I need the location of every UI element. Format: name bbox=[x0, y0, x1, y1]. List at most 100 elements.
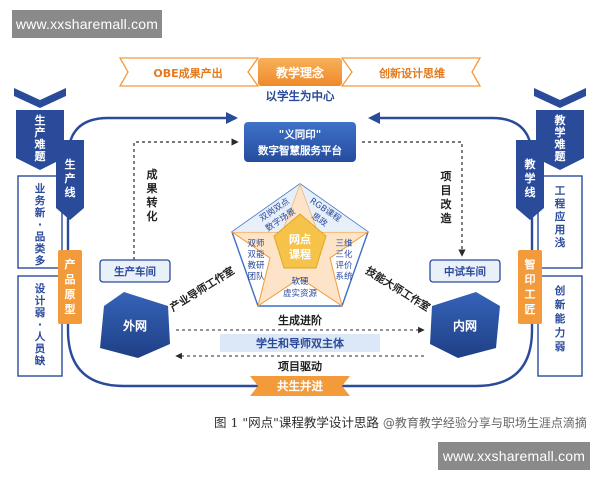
left-inner-top-box bbox=[56, 140, 84, 220]
right-outer-item-2-char: 能 bbox=[555, 312, 566, 325]
coexist-banner bbox=[250, 376, 350, 396]
obe-label: OBE成果产出 bbox=[153, 66, 222, 80]
right-outer-item-2-char: 新 bbox=[555, 298, 566, 311]
right-outer-item-2-char: 创 bbox=[554, 284, 566, 297]
platform-box bbox=[244, 122, 356, 162]
caption-overlay-watermark: @教育教学经验分享与职场生涯点滴摘 bbox=[382, 416, 587, 430]
right-outer-title-box: 教 学 难 题 bbox=[536, 110, 584, 170]
left-outer-item-1-char: 务 bbox=[35, 194, 46, 207]
flow-left-char-2: 果 bbox=[146, 182, 158, 195]
progression-label: 生成进阶 bbox=[278, 313, 323, 327]
industry-mentor-studio-label: 产业导师工作室 bbox=[168, 264, 238, 314]
flow-left-char-3: 转 bbox=[147, 195, 158, 209]
flow-right-char-1: 项 bbox=[441, 170, 452, 183]
seg-bottom-line2: 虚实资源 bbox=[283, 288, 318, 299]
left-inner-bottom-c2: 品 bbox=[65, 273, 76, 286]
right-outer-item-1-char: 浅 bbox=[555, 236, 566, 249]
loop-arrow-right bbox=[368, 112, 380, 124]
left-outer-chevron bbox=[14, 88, 66, 108]
left-outer-item-2-char: 计 bbox=[35, 294, 46, 307]
seg-left-line4: 团队 bbox=[247, 271, 265, 282]
left-outer-item-2-char: 员 bbox=[35, 343, 46, 355]
left-outer-item-2-char: 人 bbox=[35, 330, 46, 343]
figure-caption-text: 图 1 "网点"课程教学设计思路 bbox=[214, 415, 379, 430]
left-outer-item-1-char: 业 bbox=[35, 182, 46, 195]
teaching-concept-box bbox=[258, 58, 342, 86]
flow-label-right: 项 目 改 造 bbox=[441, 170, 453, 225]
left-outer-item-2-char: 缺 bbox=[34, 354, 46, 367]
right-inner-top-box bbox=[516, 140, 544, 220]
left-outer-item-2-char: 弱 bbox=[35, 307, 46, 319]
watermark-bottom: www.xxsharemall.com bbox=[438, 442, 590, 470]
left-inner-bottom-c1: 产 bbox=[65, 257, 76, 271]
seg-right-line2: 三化 bbox=[335, 249, 353, 260]
seg-right-line4: 系统 bbox=[335, 271, 353, 282]
pentagon-center-line1: 网点 bbox=[289, 232, 311, 246]
flow-label-left: 成 果 转 化 bbox=[146, 167, 158, 223]
pentagon-seg-top-left bbox=[232, 184, 300, 232]
pilot-workshop-box bbox=[429, 259, 501, 283]
right-outer-item-2-box bbox=[537, 275, 583, 377]
pentagon-course: 网点 课程 双岗双点 数字场景 RGB课程 思政 双师 双能 教研 团队 三维 … bbox=[230, 182, 370, 308]
internal-network-node bbox=[430, 292, 500, 358]
left-outer-item-1-char: 新 bbox=[35, 206, 46, 219]
external-network-label: 外网 bbox=[123, 318, 147, 333]
left-outer-item-2-box bbox=[17, 275, 63, 377]
production-workshop-label: 生产车间 bbox=[114, 265, 156, 278]
right-inner-bottom-box bbox=[518, 250, 542, 324]
pentagon-center bbox=[273, 213, 327, 269]
flow-left-dashed-arrow bbox=[133, 138, 239, 260]
flow-right-char-2: 目 bbox=[441, 184, 452, 197]
left-outer-title-c4: 题 bbox=[35, 150, 47, 163]
dual-subject-label: 学生和导师双主体 bbox=[256, 336, 345, 350]
right-outer-item-1-box bbox=[537, 175, 583, 269]
left-inner-top-c2: 产 bbox=[65, 171, 76, 185]
right-outer-chevron bbox=[534, 88, 586, 108]
production-workshop-box bbox=[99, 259, 171, 283]
right-outer-item-1-char: 用 bbox=[554, 224, 566, 236]
left-outer-item-2-char: 设 bbox=[35, 282, 46, 295]
seg-left-line1: 双师 bbox=[247, 238, 265, 249]
right-inner-bottom-c4: 匠 bbox=[525, 302, 536, 316]
left-outer-item-2: 设计弱·人员缺 bbox=[34, 282, 46, 367]
flow-right-char-4: 造 bbox=[441, 211, 453, 225]
left-outer-item-1-box bbox=[17, 175, 63, 269]
left-outer-item-1-char: 品 bbox=[35, 231, 46, 243]
right-outer-item-1-char: 程 bbox=[555, 197, 566, 210]
right-outer-title-c2: 学 bbox=[555, 125, 566, 139]
flow-left-char-4: 化 bbox=[147, 209, 158, 223]
right-inner-bottom-c1: 智 bbox=[525, 257, 536, 271]
right-outer-item-1-char: 工 bbox=[555, 185, 566, 197]
right-inner-top-c2: 学 bbox=[525, 171, 536, 185]
student-centered-label: 以学生为中心 bbox=[266, 89, 335, 103]
obe-banner bbox=[118, 57, 260, 87]
watermark-top: www.xxsharemall.com bbox=[12, 10, 162, 38]
seg-bottom-line1: 软硬 bbox=[291, 276, 309, 287]
platform-subtitle: 数字智慧服务平台 bbox=[257, 144, 342, 157]
left-inner-top-c3: 线 bbox=[65, 185, 76, 199]
right-inner-bottom-c3: 工 bbox=[525, 288, 536, 301]
right-outer-item-2-char: 弱 bbox=[555, 341, 566, 353]
project-driven-label: 项目驱动 bbox=[278, 359, 322, 373]
pentagon-center-line2: 课程 bbox=[289, 247, 311, 261]
left-outer-title-c3: 难 bbox=[34, 137, 46, 151]
skill-master-studio-label: 技能大师工作室 bbox=[363, 264, 433, 314]
loop-arrow-left bbox=[226, 112, 238, 124]
platform-title: "义同印" bbox=[279, 128, 321, 141]
internal-network-label: 内网 bbox=[453, 318, 477, 333]
left-outer-item-1-char: 类 bbox=[35, 242, 46, 255]
left-outer-title-box: 生 产 难 题 bbox=[16, 110, 64, 170]
left-outer-title-c1: 生 bbox=[35, 113, 46, 127]
flow-right-char-3: 改 bbox=[441, 197, 453, 211]
coexist-label: 共生并进 bbox=[277, 379, 323, 393]
external-network-node bbox=[100, 292, 170, 358]
left-outer-title-c2: 产 bbox=[35, 125, 46, 139]
seg-right-line1: 三维 bbox=[335, 238, 353, 249]
left-outer-item-1: 业务新·品类多 bbox=[35, 182, 46, 267]
right-inner-top-c1: 教 bbox=[524, 157, 537, 171]
right-outer-item-2-char: 力 bbox=[555, 326, 566, 339]
teaching-concept-label: 教学理念 bbox=[275, 65, 324, 80]
left-outer-item-1-char: 多 bbox=[35, 254, 46, 267]
